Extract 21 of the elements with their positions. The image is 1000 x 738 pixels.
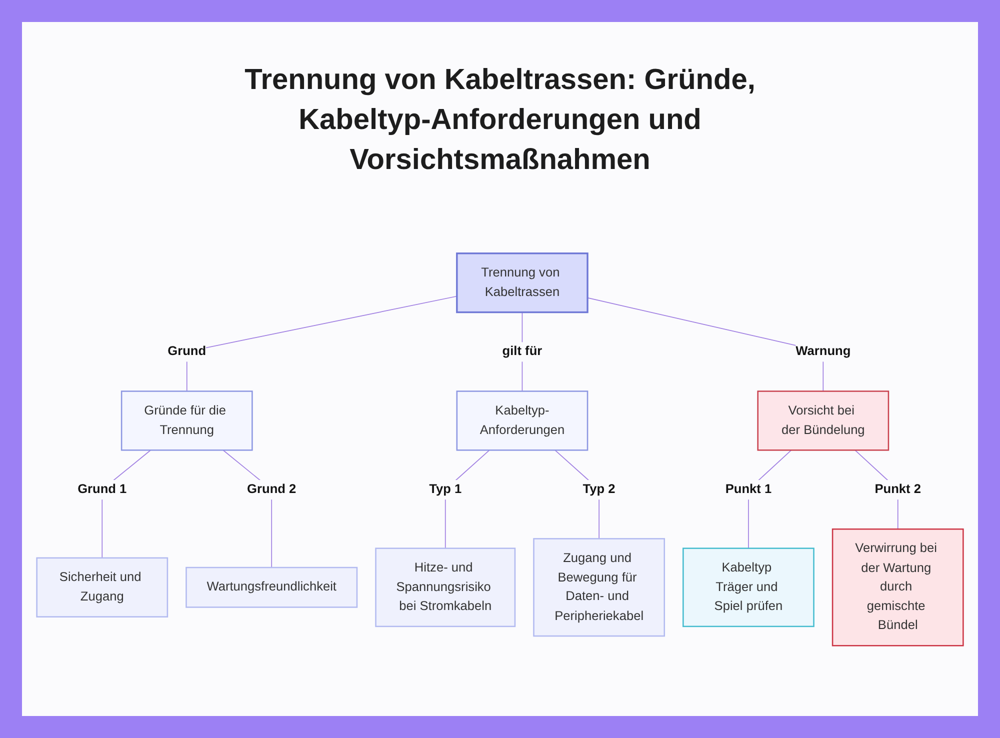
node-box: Kabeltyp-Anforderungen (456, 390, 588, 451)
node-box: Trennung von Kabeltrassen (456, 252, 588, 314)
edge-label: Warnung (796, 344, 851, 358)
edge-label: Typ 1 (429, 482, 462, 496)
edge-label: Grund 1 (78, 482, 127, 496)
edge-label: Typ 2 (582, 482, 616, 496)
node-box: Wartungsfreundlichkeit (186, 566, 358, 608)
node-box: Kabeltyp Träger und Spiel prüfen (682, 548, 814, 628)
node-box: Sicherheit und Zugang (36, 557, 168, 618)
edge-label: gilt für (502, 344, 542, 358)
node-box: Vorsicht bei der Bündelung (757, 390, 890, 451)
node-box: Zugang und Bewegung für Daten- und Peripheriekabel (533, 538, 665, 637)
edge-label: Grund 2 (247, 482, 296, 496)
title: Trennung von Kabeltrassen: Gründe, Kabeltyp-Anforderungen und Vorsichtsmaßnahmen (244, 63, 756, 178)
connector (186, 296, 458, 392)
node-box: Hitze- und Spannungsrisiko bei Stromkabeln (375, 548, 516, 628)
node-box: Gründe für die Trennung (120, 390, 253, 451)
edge-label: Punkt 2 (874, 482, 921, 496)
edge-label: Grund (168, 344, 206, 358)
node-box: Verwirrung bei der Wartung durch gemischte Bündel (832, 528, 964, 646)
edge-label: Punkt 1 (725, 482, 772, 496)
